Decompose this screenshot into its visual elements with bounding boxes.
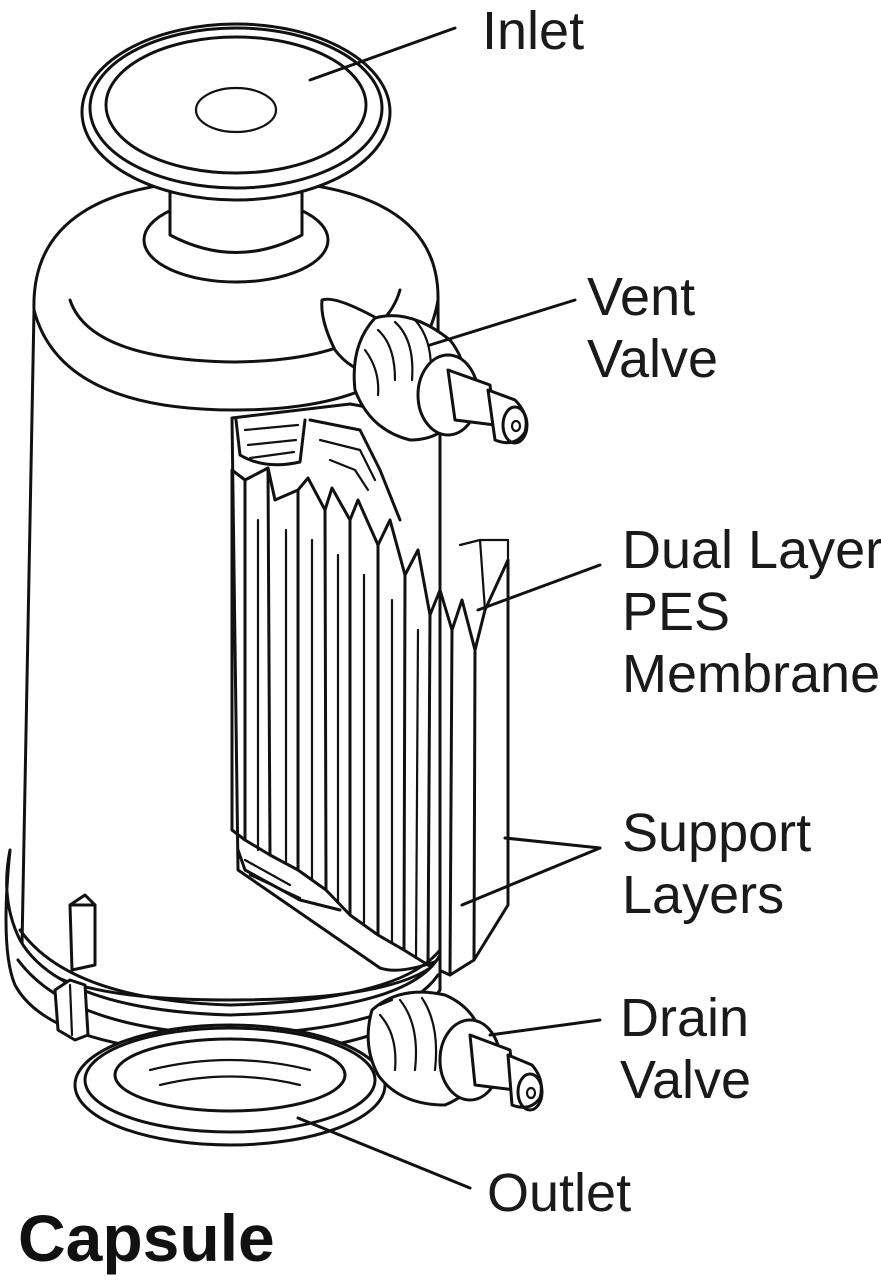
outlet-leader: [296, 1116, 472, 1190]
inlet-label-text: Inlet: [482, 1, 585, 61]
outlet-label: Outlet: [487, 1162, 631, 1224]
vent-valve-label-line1: Vent: [587, 267, 696, 327]
inlet-leader: [308, 26, 457, 82]
membrane-leader: [476, 563, 602, 612]
inlet-flange: [80, 22, 392, 254]
support-layers-label-line2: Layers: [622, 865, 785, 925]
drain-valve-leader: [488, 1018, 602, 1037]
vent-valve-leader: [428, 298, 577, 347]
support-leader-1: [503, 836, 602, 850]
drain-valve-label-line2: Valve: [620, 1050, 752, 1110]
outlet-flange: [73, 1023, 387, 1147]
vent-valve-label: Vent Valve: [587, 266, 718, 390]
cutaway-window: [230, 402, 510, 977]
membrane-label: Dual Layer PES Membrane: [622, 519, 881, 705]
membrane-label-line2: PES: [622, 582, 731, 642]
drain-valve: [366, 990, 544, 1112]
support-layers-label-line1: Support: [622, 803, 812, 863]
drain-valve-label: Drain Valve: [620, 987, 751, 1111]
support-layers-label: Support Layers: [622, 802, 811, 926]
figure-title: Capsule: [18, 1201, 275, 1275]
membrane-label-line3: Membrane: [622, 644, 881, 704]
vent-valve-label-line2: Valve: [587, 329, 719, 389]
drain-valve-label-line1: Drain: [620, 988, 750, 1048]
membrane-label-line1: Dual Layer: [622, 520, 881, 580]
inlet-label: Inlet: [482, 0, 584, 62]
leader-lines: [296, 26, 602, 1190]
support-leader-2: [460, 846, 602, 907]
vent-valve: [320, 297, 529, 445]
outlet-label-text: Outlet: [487, 1163, 632, 1223]
